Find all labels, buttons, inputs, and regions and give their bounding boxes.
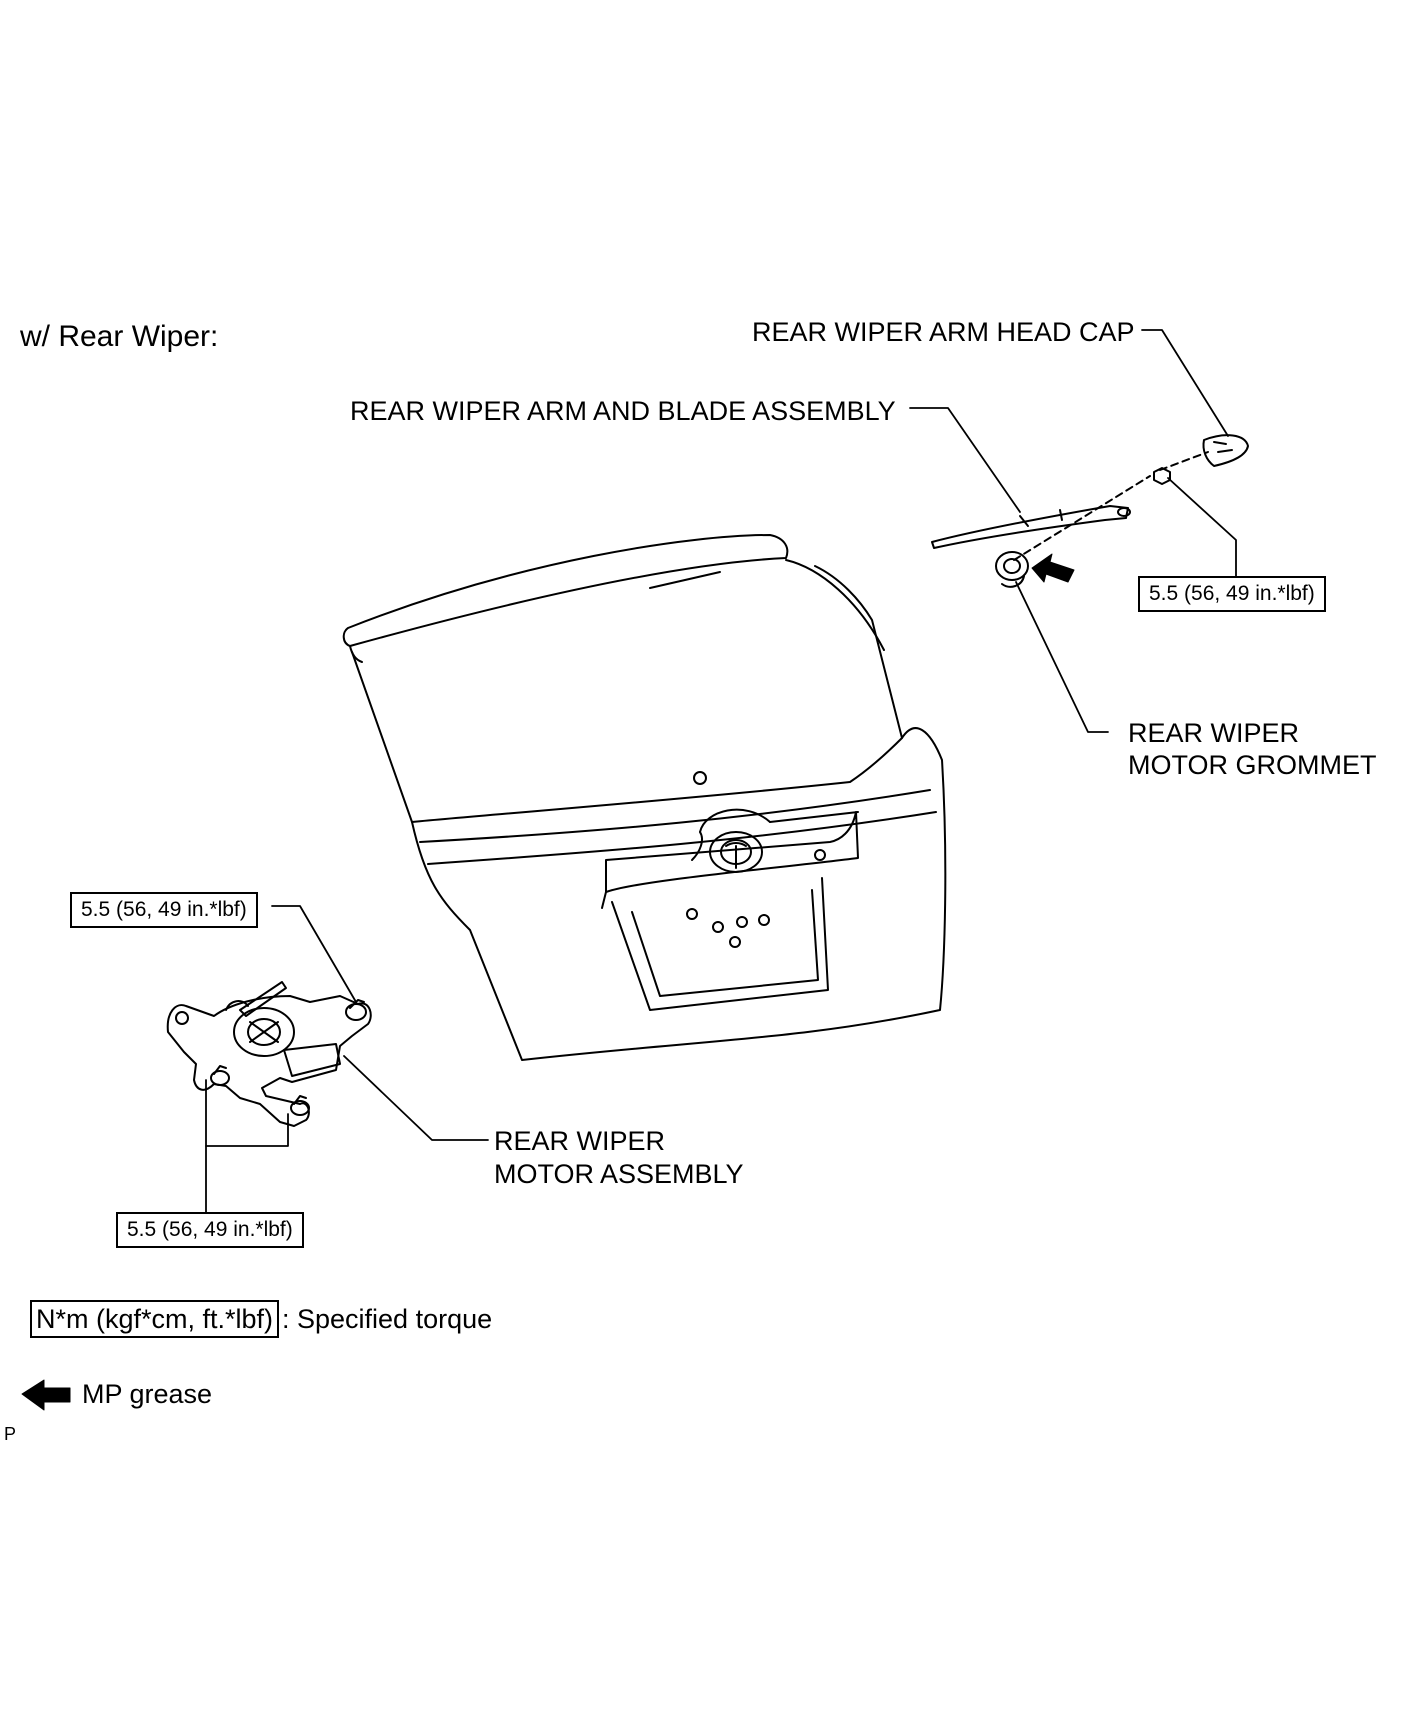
legend-grease-description: MP grease [82,1379,213,1409]
back-door-illustration [342,534,947,1061]
label-arm-blade-assembly: REAR WIPER ARM AND BLADE ASSEMBLY [350,396,896,426]
wiper-arm-illustration [931,434,1249,588]
label-motor-assembly-1: REAR WIPER [494,1126,666,1156]
legend-torque-description: : Specified torque [282,1304,493,1334]
label-motor-grommet-1: REAR WIPER [1128,718,1300,748]
legend-torque-unit-box: N*m (kgf*cm, ft.*lbf) [30,1300,280,1338]
footer-code: P [4,1424,17,1444]
torque-box-nut: 5.5 (56, 49 in.*lbf) [1138,576,1326,612]
label-motor-assembly-2: MOTOR ASSEMBLY [494,1159,744,1189]
torque-box-motor-lower: 5.5 (56, 49 in.*lbf) [116,1212,304,1248]
grease-arrow-icon [1031,553,1075,583]
torque-box-motor-upper: 5.5 (56, 49 in.*lbf) [70,892,258,928]
grease-legend-arrow-icon [21,1379,71,1411]
leader-lines [205,329,1237,1215]
label-arm-head-cap: REAR WIPER ARM HEAD CAP [752,317,1135,347]
label-motor-grommet-2: MOTOR GROMMET [1128,750,1377,780]
condition-heading: w/ Rear Wiper: [20,320,219,353]
wiper-motor-illustration [166,981,372,1127]
